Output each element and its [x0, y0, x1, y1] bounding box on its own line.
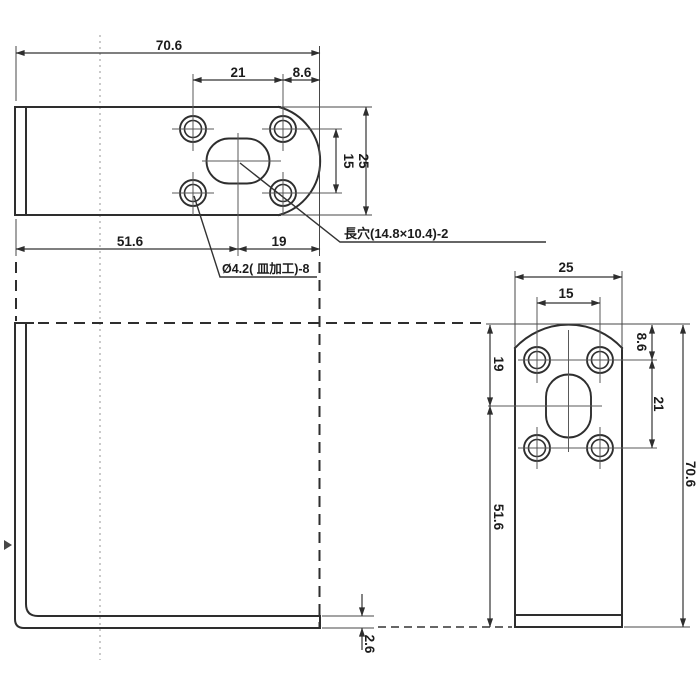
dim-text-overall-length: 70.6: [156, 38, 183, 53]
side-view-dimensions: 25 15 19 8.6 21 51.6 70.6: [486, 260, 698, 628]
plate-edges: [14, 106, 281, 216]
hole-centerlines: [172, 74, 342, 256]
hole-callout-text: Ø4.2( 皿加工)-8: [222, 261, 310, 276]
dim-text-top-to-slot: 19: [491, 356, 506, 371]
dim-text-hole-col-pitch: 21: [651, 396, 666, 412]
dim-text-hole-row-pitch: 15: [341, 153, 356, 169]
dim-text-plate-width: 25: [558, 260, 574, 275]
plate-edges: [514, 347, 623, 628]
hole-centerlines: [488, 297, 657, 469]
edge-mark-arrow-icon: [4, 540, 12, 550]
extension-lines: [15, 46, 372, 256]
front-view: 2.6: [4, 322, 377, 654]
top-view-outline: [14, 105, 322, 217]
dim-text-overall-length: 70.6: [683, 461, 698, 488]
top-view-dimensions: 70.6 21 8.6 15 25 51.6 19: [15, 38, 372, 256]
top-view-centermarks: [172, 74, 342, 256]
slot-callout-leader: [239, 162, 546, 243]
outer-contour: [14, 322, 321, 629]
dim-text-hole-pitch: 21: [230, 65, 246, 80]
dim-text-plate-width: 25: [356, 153, 371, 169]
side-view: 25 15 19 8.6 21 51.6 70.6: [486, 260, 698, 628]
slot-callout-text: 長穴(14.8×10.4)-2: [344, 226, 448, 241]
dim-text-left-length: 51.6: [117, 234, 144, 249]
dim-text-thickness: 2.6: [362, 635, 377, 654]
dim-text-slot-to-end: 19: [271, 234, 286, 249]
thickness-dimension: 2.6: [322, 594, 377, 654]
callouts: 長穴(14.8×10.4)-2 Ø4.2( 皿加工)-8: [193, 162, 546, 278]
dim-text-end-offset: 8.6: [293, 65, 312, 80]
extension-lines: [486, 271, 690, 628]
dim-text-end-offset: 8.6: [634, 333, 649, 352]
hole-callout-leader: [193, 195, 317, 278]
inner-contour: [25, 322, 321, 617]
dim-text-hole-pitch: 15: [558, 286, 574, 301]
rounded-end-arc: [513, 323, 624, 350]
top-view: 70.6 21 8.6 15 25 51.6 19 長穴(14.8×10.4)-…: [14, 38, 546, 278]
side-view-centermarks: [488, 297, 657, 469]
front-view-outline: [4, 322, 321, 629]
dim-text-slot-to-bottom: 51.6: [491, 504, 506, 531]
extension-lines: [322, 615, 374, 629]
rounded-end-arc: [277, 105, 322, 217]
side-view-outline: [513, 323, 624, 628]
